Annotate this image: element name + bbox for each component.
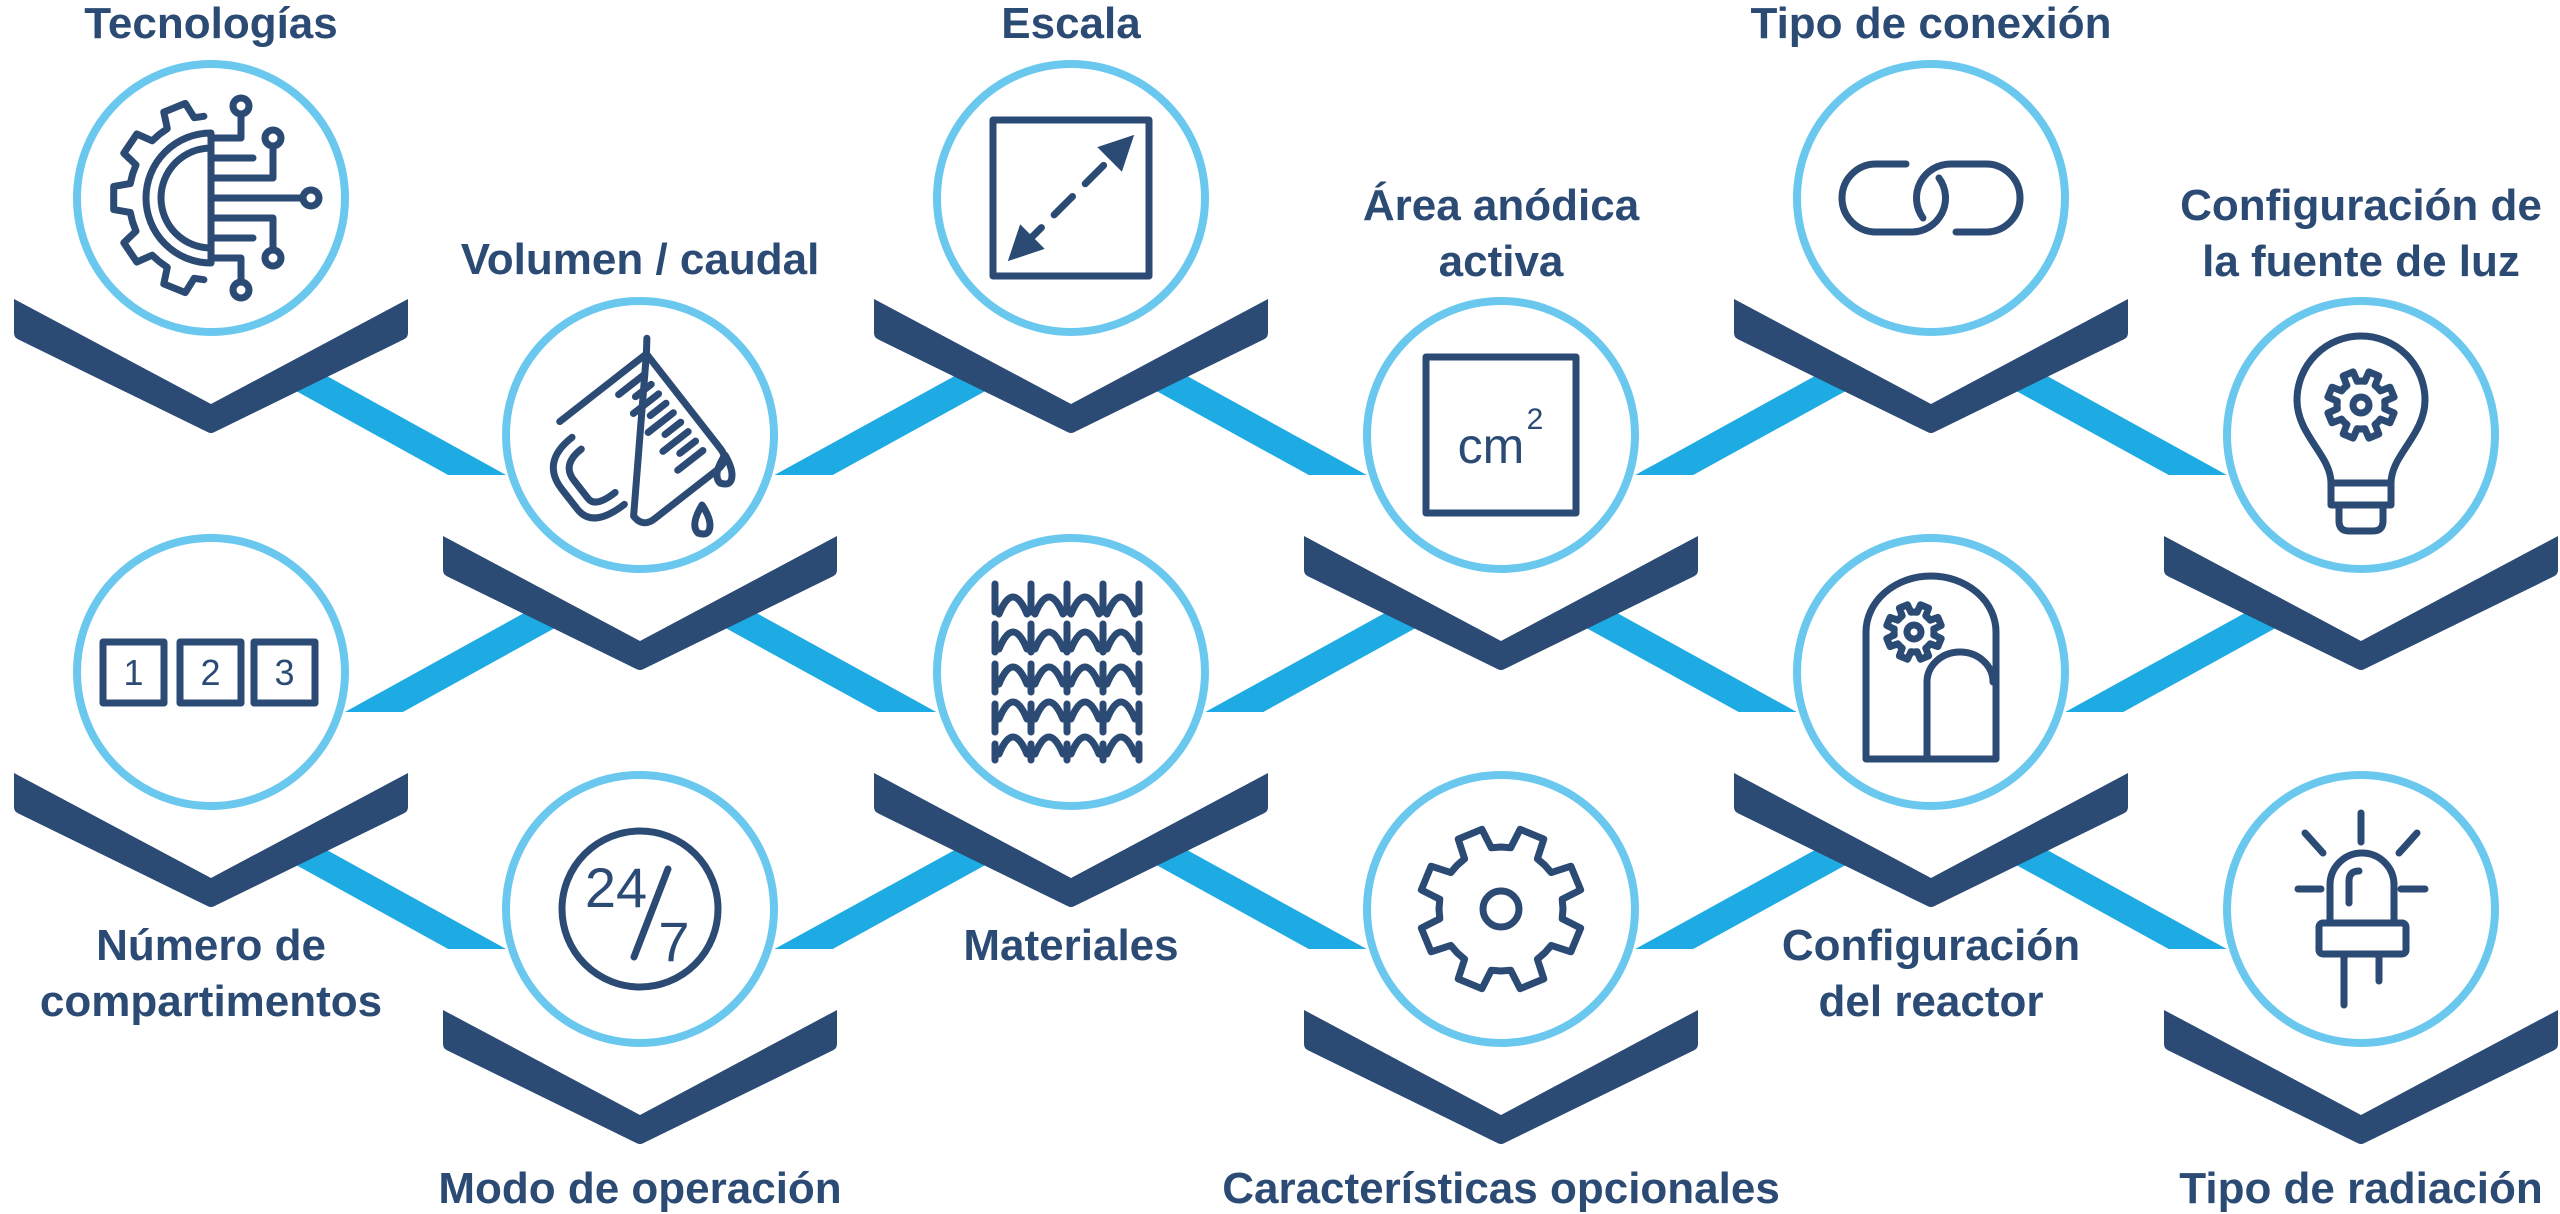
icon-circle (73, 534, 349, 810)
label-line: Materiales (963, 921, 1178, 970)
icon-circle (502, 771, 778, 1047)
icon-circle (2223, 297, 2499, 573)
hours-text: 24 (585, 856, 647, 919)
label-line: Tipo de radiación (2179, 1164, 2542, 1213)
chain-link-icon (1838, 160, 2024, 236)
label-line: activa (1439, 237, 1564, 286)
node-reactor: Configuración del reactor (1734, 534, 2128, 1026)
reactor-arch-icon (1862, 572, 2000, 763)
area-exponent-text: 2 (1527, 403, 1544, 436)
numbered-boxes-icon: 1 2 3 (99, 638, 319, 707)
label-compartimentos: Número de compartimentos (40, 921, 382, 1026)
label-radiacion: Tipo de radiación (2179, 1164, 2542, 1213)
label-line: Modo de operación (438, 1164, 841, 1213)
node-luz: Configuración de la fuente de luz (2164, 181, 2558, 670)
node-opcionales: Características opcionales (1222, 771, 1780, 1213)
label-line: Escala (1001, 0, 1141, 48)
area-unit-text: cm (1458, 418, 1525, 474)
label-line: Configuración de (2180, 181, 2542, 230)
node-materiales: Materiales (874, 534, 1268, 970)
pouring-beaker-icon (549, 334, 736, 538)
label-line: Tecnologías (84, 0, 337, 48)
node-conexion: Tipo de conexión (1734, 0, 2128, 433)
lightbulb-gear-icon (2293, 332, 2429, 535)
label-line: Número de (96, 921, 326, 970)
clock-24-7-icon: 247 (558, 827, 722, 991)
label-materiales: Materiales (963, 921, 1178, 970)
woven-mesh-icon (991, 580, 1143, 764)
label-volumen: Volumen / caudal (461, 235, 820, 284)
label-line: del reactor (1819, 977, 2044, 1026)
label-modo: Modo de operación (438, 1164, 841, 1213)
label-line: Área anódica (1363, 180, 1640, 230)
box-number-2: 2 (200, 652, 220, 693)
label-escala: Escala (1001, 0, 1141, 48)
label-line: compartimentos (40, 977, 382, 1026)
label-line: la fuente de luz (2202, 237, 2520, 286)
label-conexion: Tipo de conexión (1750, 0, 2111, 48)
label-area: Área anódica activa (1363, 180, 1640, 286)
box-number-3: 3 (274, 652, 294, 693)
label-opcionales: Características opcionales (1222, 1164, 1780, 1213)
label-line: Características opcionales (1222, 1164, 1780, 1213)
label-tecnologias: Tecnologías (84, 0, 337, 48)
label-line: Configuración (1782, 921, 2080, 970)
tech-gear-circuit-icon (110, 94, 323, 302)
scale-resize-icon (989, 116, 1153, 280)
label-reactor: Configuración del reactor (1782, 921, 2080, 1026)
icon-circle (1363, 297, 1639, 573)
box-number-1: 1 (123, 652, 143, 693)
node-volumen: Volumen / caudal (443, 235, 837, 670)
gear-icon (1417, 825, 1585, 993)
label-line: Tipo de conexión (1750, 0, 2111, 48)
icon-circle (1363, 771, 1639, 1047)
days-text: 7 (658, 910, 689, 973)
icon-circle (933, 534, 1209, 810)
node-radiacion: Tipo de radiación (2164, 771, 2558, 1213)
icon-circle (1793, 60, 2069, 336)
led-icon (2294, 809, 2429, 1009)
node-tecnologias: Tecnologías (14, 0, 408, 433)
label-line: Volumen / caudal (461, 235, 820, 284)
node-escala: Escala (874, 0, 1268, 433)
icon-circle (2223, 771, 2499, 1047)
label-luz: Configuración de la fuente de luz (2180, 181, 2542, 286)
